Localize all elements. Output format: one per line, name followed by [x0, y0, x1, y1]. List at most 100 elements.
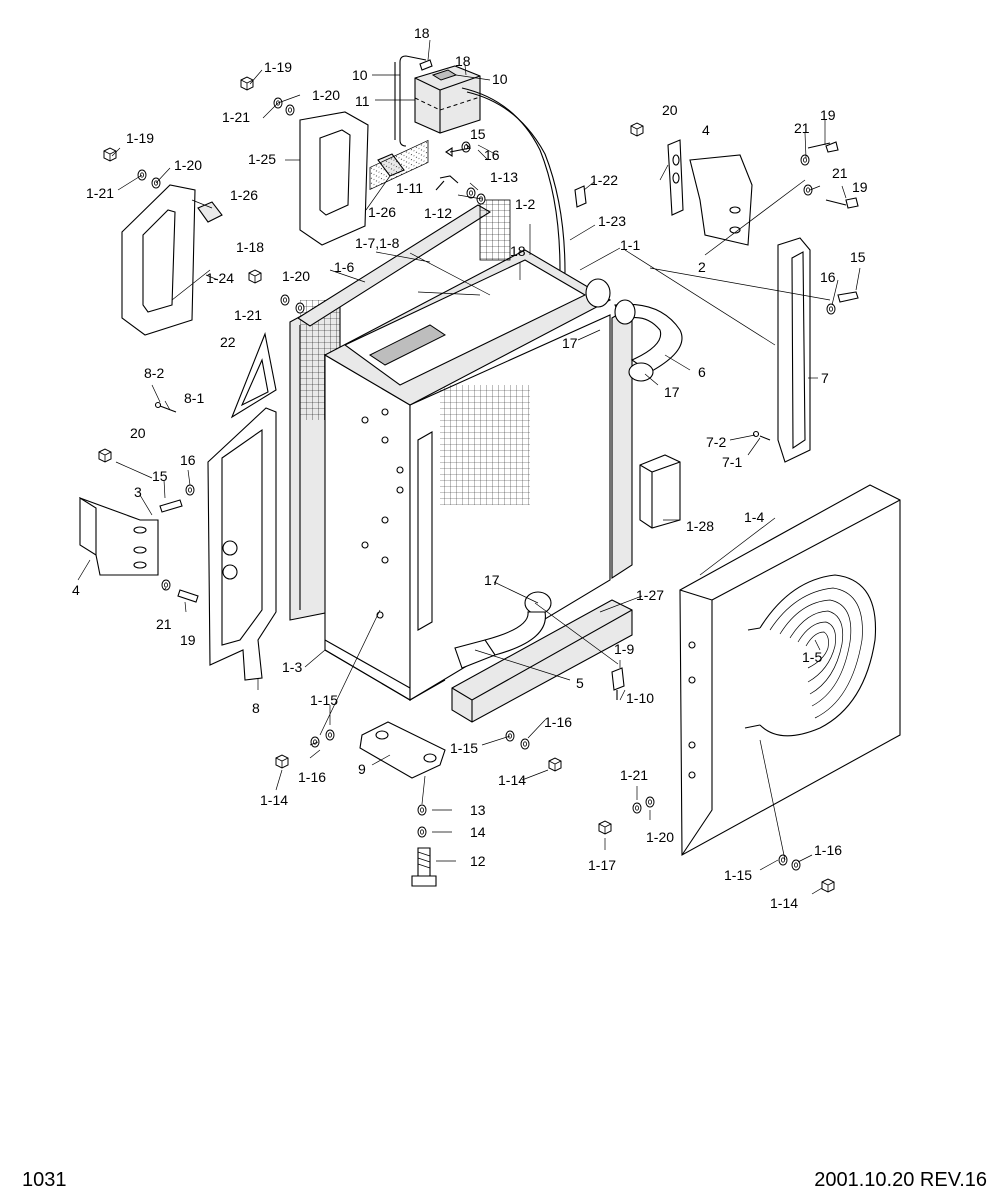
part-label: 16	[180, 452, 196, 468]
foam-block-1-28	[639, 454, 681, 529]
part-label: 1-12	[424, 205, 452, 221]
part-label: 19	[180, 632, 196, 648]
part-label: 1-16	[544, 714, 572, 730]
part-label: 1-28	[686, 518, 714, 534]
part-label: 18	[455, 53, 471, 69]
part-label: 18	[510, 243, 526, 259]
small-hardware	[98, 59, 859, 893]
part-label: 1-2	[515, 196, 535, 212]
bracket-1-24	[121, 184, 196, 336]
leader-lines	[77, 39, 861, 895]
part-label: 10	[492, 71, 508, 87]
part-label: 1-15	[310, 692, 338, 708]
part-label: 1-4	[744, 509, 764, 525]
part-label: 16	[484, 147, 500, 163]
part-label: 1-25	[248, 151, 276, 167]
part-label: 6	[698, 364, 706, 380]
part-label: 1-7,1-8	[355, 235, 400, 251]
part-label: 1-24	[206, 270, 234, 286]
part-label: 1-21	[234, 307, 262, 323]
part-label: 8-2	[144, 365, 164, 381]
part-label: 15	[470, 126, 486, 142]
part-label: 1-21	[620, 767, 648, 783]
bolt-12	[411, 847, 437, 887]
part-label: 16	[820, 269, 836, 285]
part-label: 1-1	[620, 237, 640, 253]
part-label: 18	[414, 25, 430, 41]
bracket-4	[667, 139, 684, 216]
part-label: 17	[484, 572, 500, 588]
part-label: 4	[702, 122, 710, 138]
base-plate-9	[359, 721, 446, 779]
part-label: 1-22	[590, 172, 618, 188]
part-label: 11	[355, 93, 370, 109]
part-label: 7-1	[722, 454, 742, 470]
part-label: 1-23	[598, 213, 626, 229]
part-label: 1-15	[450, 740, 478, 756]
part-label: 1-20	[312, 87, 340, 103]
part-label: 17	[664, 384, 680, 400]
radiator-assembly	[289, 139, 633, 701]
part-label: 5	[576, 675, 584, 691]
part-label: 22	[220, 334, 236, 350]
part-label: 1-11	[396, 180, 423, 196]
part-label: 1-20	[282, 268, 310, 284]
part-label: 21	[832, 165, 848, 181]
part-label: 12	[470, 853, 486, 869]
part-label: 1-19	[264, 59, 292, 75]
part-label: 1-18	[236, 239, 264, 255]
bracket-7	[777, 237, 811, 463]
part-label: 14	[470, 824, 486, 840]
part-label: 1-27	[636, 587, 664, 603]
lower-hose	[451, 591, 633, 723]
part-label: 1-19	[126, 130, 154, 146]
part-label: 9	[358, 761, 366, 777]
part-label: 15	[850, 249, 866, 265]
bracket-2	[689, 154, 753, 246]
part-label: 21	[156, 616, 172, 632]
expansion-tank	[394, 55, 566, 306]
part-label: 15	[152, 468, 168, 484]
part-label: 1-26	[230, 187, 258, 203]
fan-shroud	[679, 484, 901, 856]
part-label: 1-9	[614, 641, 634, 657]
part-label: 2	[698, 259, 706, 275]
part-label: 1-16	[814, 842, 842, 858]
part-label: 1-17	[588, 857, 616, 873]
part-label: 8-1	[184, 390, 204, 406]
part-label: 1-13	[490, 169, 518, 185]
part-label: 20	[130, 425, 146, 441]
part-label: 21	[794, 120, 810, 136]
triangle-bracket-22	[230, 332, 277, 419]
part-label: 3	[134, 484, 142, 500]
part-label: 4	[72, 582, 80, 598]
fan-guard	[744, 574, 877, 737]
part-label: 20	[662, 102, 678, 118]
page-number: 1031	[22, 1169, 67, 1191]
part-label: 1-15	[724, 867, 752, 883]
part-labels: 18 18 10 10 11 1-19 1-20 1-21 1-25 15 16…	[72, 25, 868, 911]
part-label: 10	[352, 67, 368, 83]
part-label: 1-20	[646, 829, 674, 845]
part-label: 1-6	[334, 259, 354, 275]
part-label: 1-20	[174, 157, 202, 173]
revision-date: 2001.10.20 REV.16	[814, 1169, 987, 1191]
part-label: 1-3	[282, 659, 302, 675]
side-plate-8	[207, 407, 277, 681]
part-label: 17	[562, 335, 578, 351]
part-label: 8	[252, 700, 260, 716]
part-label: 1-16	[298, 769, 326, 785]
part-label: 1-14	[260, 792, 288, 808]
part-label: 1-10	[626, 690, 654, 706]
part-label: 1-21	[86, 185, 114, 201]
part-label: 13	[470, 802, 486, 818]
part-label: 19	[852, 179, 868, 195]
part-label: 1-5	[802, 649, 822, 665]
bracket-1-25	[299, 111, 369, 246]
part-label: 1-21	[222, 109, 250, 125]
part-label: 1-26	[368, 204, 396, 220]
bracket-3	[79, 497, 159, 576]
part-label: 7	[821, 370, 829, 386]
part-label: 7-2	[706, 434, 726, 450]
